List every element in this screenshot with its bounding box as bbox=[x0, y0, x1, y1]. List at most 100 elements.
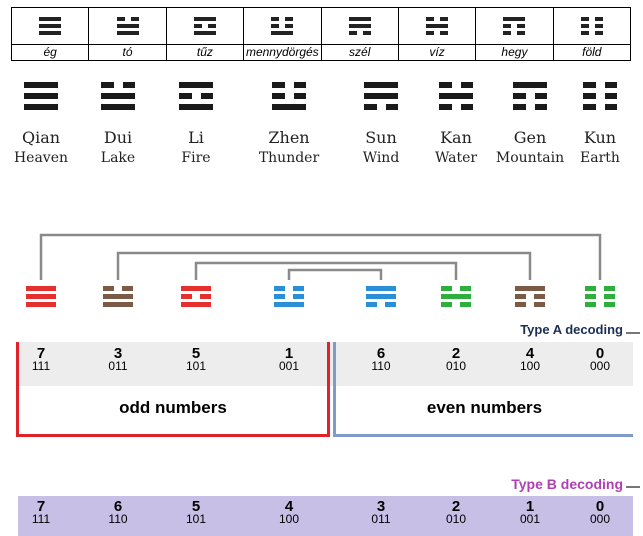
table-trigram bbox=[348, 8, 371, 44]
solid-line bbox=[364, 82, 398, 88]
solid-line bbox=[101, 104, 135, 110]
binary-value: 101 bbox=[185, 359, 207, 373]
trigram-meaning: Heaven bbox=[13, 150, 69, 166]
solid-line bbox=[348, 17, 371, 21]
trigram-icon bbox=[348, 17, 371, 35]
table-cell: szél bbox=[321, 8, 399, 60]
broken-line bbox=[585, 286, 615, 291]
colored-trigram bbox=[103, 286, 133, 307]
trigram-icon bbox=[513, 82, 547, 120]
colored-trigram bbox=[441, 286, 471, 307]
type-a-leader bbox=[626, 332, 640, 334]
trigram-meaning: Wind bbox=[362, 150, 400, 166]
trigram-icon bbox=[103, 286, 133, 307]
trigram-name: Li bbox=[188, 128, 204, 147]
solid-line bbox=[181, 302, 211, 307]
binary-value: 000 bbox=[589, 359, 611, 373]
table-cell: mennydörgés bbox=[244, 8, 322, 60]
broken-line bbox=[272, 93, 306, 99]
binary-value: 001 bbox=[278, 359, 300, 373]
solid-line bbox=[24, 82, 58, 88]
trigram-name: Sun bbox=[365, 128, 397, 147]
solid-line bbox=[26, 294, 56, 299]
even-numbers-box: even numbers bbox=[333, 342, 633, 437]
trigram-icon bbox=[193, 17, 216, 35]
binary-value: 100 bbox=[278, 512, 300, 526]
table-trigram bbox=[426, 8, 449, 44]
hungarian-label: hegy bbox=[476, 44, 553, 60]
binary-value: 001 bbox=[519, 512, 541, 526]
table-cell: föld bbox=[553, 8, 630, 60]
trigram-meaning: Thunder bbox=[258, 150, 320, 166]
colored-trigram bbox=[181, 286, 211, 307]
trigram-icon bbox=[24, 82, 58, 120]
broken-line bbox=[193, 24, 216, 28]
broken-line bbox=[348, 31, 371, 35]
solid-line bbox=[513, 82, 547, 88]
trigram-meaning: Earth bbox=[580, 150, 620, 166]
type-b-band bbox=[18, 496, 633, 536]
solid-line bbox=[272, 104, 306, 110]
type-b-leader bbox=[626, 486, 640, 488]
decimal-value: 2 bbox=[451, 345, 461, 362]
table-trigram bbox=[193, 8, 216, 44]
connector-dui-gen bbox=[116, 251, 532, 280]
binary-value: 110 bbox=[108, 512, 128, 526]
solid-line bbox=[439, 93, 473, 99]
hungarian-label: mennydörgés bbox=[244, 44, 321, 59]
colored-trigram bbox=[366, 286, 396, 307]
hungarian-label: föld bbox=[553, 44, 630, 60]
solid-line bbox=[426, 24, 449, 28]
colored-trigram bbox=[585, 286, 615, 307]
broken-line bbox=[515, 302, 545, 307]
broken-line bbox=[426, 31, 449, 35]
decimal-value: 6 bbox=[376, 345, 386, 362]
solid-line bbox=[181, 286, 211, 291]
trigram-icon bbox=[364, 82, 398, 120]
decimal-value: 0 bbox=[595, 345, 605, 362]
broken-line bbox=[515, 294, 545, 299]
type-b-header: Type B decoding bbox=[0, 474, 643, 494]
trigram-icon bbox=[116, 17, 139, 35]
table-cell: tó bbox=[89, 8, 167, 60]
trigram-icon bbox=[26, 286, 56, 307]
trigram-meaning: Mountain bbox=[495, 150, 565, 166]
type-a-label: Type A decoding bbox=[520, 322, 623, 337]
broken-line bbox=[580, 17, 603, 21]
trigram-name: Gen bbox=[513, 128, 547, 147]
connector-li-kan bbox=[194, 261, 458, 280]
broken-line bbox=[583, 82, 617, 88]
trigram-name: Kan bbox=[440, 128, 472, 147]
decimal-value: 1 bbox=[284, 345, 294, 362]
solid-line bbox=[116, 24, 139, 28]
table-cell: víz bbox=[398, 8, 477, 60]
decimal-value: 3 bbox=[113, 345, 123, 362]
binary-value: 101 bbox=[185, 512, 207, 526]
hungarian-label: tó bbox=[89, 44, 166, 60]
colored-trigram bbox=[274, 286, 304, 307]
solid-line bbox=[271, 31, 294, 35]
solid-line bbox=[26, 302, 56, 307]
solid-line bbox=[24, 93, 58, 99]
odd-numbers-box: odd numbers bbox=[16, 342, 330, 437]
binary-value: 010 bbox=[445, 359, 467, 373]
broken-line bbox=[441, 302, 471, 307]
type-a-header: Type A decoding bbox=[0, 322, 643, 342]
binary-value: 100 bbox=[519, 359, 541, 373]
trigram-icon bbox=[271, 17, 294, 35]
decimal-value: 2 bbox=[451, 498, 461, 515]
broken-line bbox=[580, 24, 603, 28]
solid-line bbox=[366, 286, 396, 291]
